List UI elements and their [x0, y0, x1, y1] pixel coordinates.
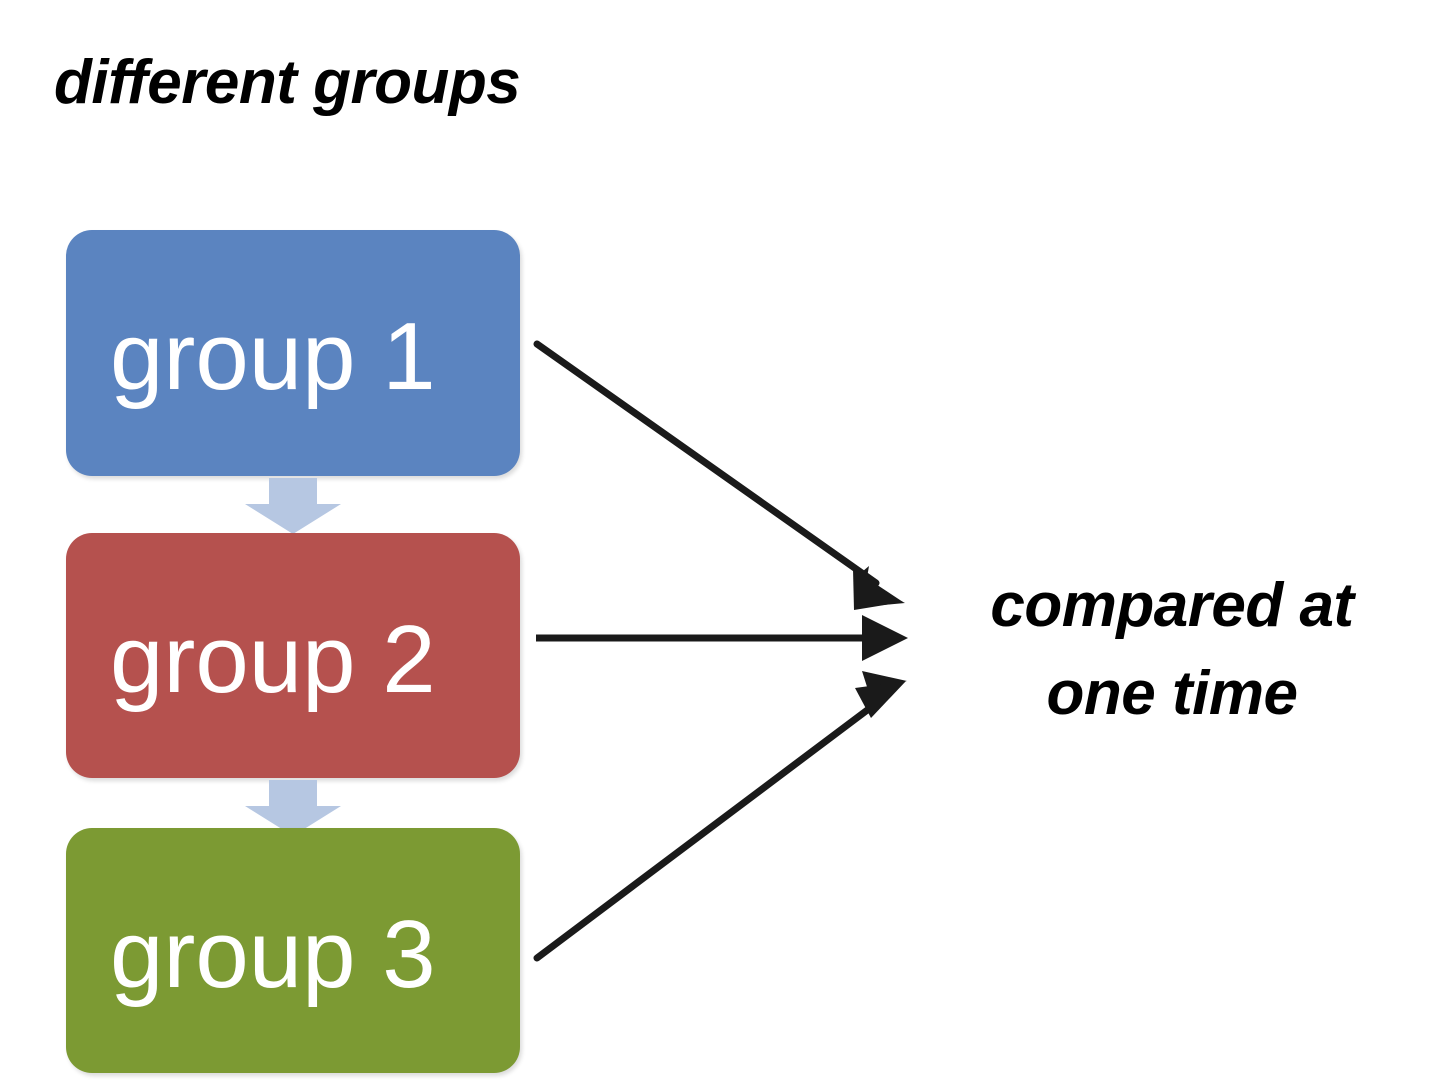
down-chevron-icon-2 [245, 780, 341, 836]
group-box-2[interactable]: group 2 [66, 533, 520, 778]
arrow-group1-to-outcome [533, 340, 905, 610]
page-title: different groups [54, 48, 521, 117]
group-box-1-label: group 1 [110, 303, 436, 410]
outcome-caption-line-2: one time [1046, 659, 1298, 729]
group-box-2-label: group 2 [110, 605, 436, 713]
outcome-caption-line-1: compared at [990, 571, 1354, 640]
arrow-group3-to-outcome [533, 671, 907, 962]
arrow-group2-to-outcome [536, 615, 908, 661]
down-chevron-icon-1 [245, 478, 341, 534]
outcome-caption: compared at one time [952, 562, 1392, 738]
group-box-3-label: group 3 [110, 900, 436, 1008]
group-box-3[interactable]: group 3 [66, 828, 520, 1073]
group-box-1[interactable]: group 1 [66, 230, 520, 476]
